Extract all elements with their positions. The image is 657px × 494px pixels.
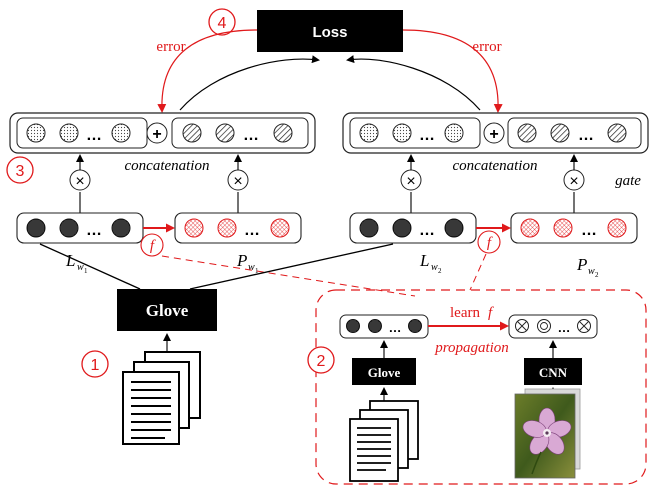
ellipsis: … (244, 222, 260, 239)
ellipsis: … (389, 320, 402, 335)
step-number: 4 (218, 15, 227, 32)
step-1-marker: 1 (81, 350, 109, 378)
plus-symbol: + (489, 126, 498, 143)
error-label-left: error (156, 39, 185, 55)
label-L-w1: L w 1 (65, 251, 88, 275)
dashed-link-right (469, 253, 487, 291)
times-symbol: × (569, 173, 578, 190)
concat-box-right: … + … (342, 112, 649, 154)
learn-f-symbol: f (488, 305, 494, 321)
glove-box: Glove (117, 289, 217, 331)
embedding-L-w2: … (349, 212, 477, 244)
propagation-label: propagation (434, 340, 509, 356)
inset-glove-label: Glove (368, 365, 401, 380)
error-label-right: error (472, 39, 501, 55)
label-sub: w (77, 262, 84, 273)
error-arrow-left (157, 29, 258, 113)
cnn-label: CNN (539, 365, 568, 380)
inset-embedding-image: … (508, 314, 598, 339)
embedding-P-w1: … (174, 212, 302, 244)
concatenation-label-left: concatenation (125, 158, 210, 174)
label-P-w2: P w 2 (576, 255, 599, 279)
step-number: 1 (91, 357, 100, 374)
label-base: P (576, 255, 587, 274)
arrow-to-loss-right (346, 55, 481, 111)
gate-label: gate (615, 173, 641, 189)
glove-to-L-w2 (189, 243, 394, 290)
glove-label: Glove (146, 301, 189, 320)
label-subsub: 1 (84, 267, 88, 275)
ellipsis: … (419, 127, 435, 144)
concatenation-label-right: concatenation (453, 158, 538, 174)
ellipsis: … (581, 222, 597, 239)
loss-box: Loss (257, 10, 403, 52)
ellipsis: … (558, 320, 571, 335)
learn-f-inset (315, 289, 647, 485)
times-symbol: × (233, 173, 242, 190)
arrow-to-loss-left (179, 55, 320, 111)
label-sub: w (588, 266, 595, 277)
step-3-marker: 3 (6, 156, 34, 184)
error-arrow-right (402, 29, 503, 113)
label-L-w2: L w 2 (419, 251, 442, 275)
step-4-marker: 4 (208, 8, 236, 36)
ellipsis: … (86, 127, 102, 144)
label-base: P (236, 251, 247, 270)
plus-symbol: + (152, 126, 161, 143)
embedding-P-w2: … (510, 212, 638, 244)
document-stack-icon (349, 400, 419, 482)
label-subsub: 2 (595, 271, 599, 279)
glove-to-L-w1 (39, 243, 141, 290)
loss-label: Loss (312, 24, 347, 41)
label-sub: w (248, 262, 255, 273)
times-symbol: × (75, 173, 84, 190)
document-stack-icon (122, 351, 201, 445)
f-marker-right: f (477, 230, 501, 254)
step-number: 2 (317, 353, 326, 370)
concat-box-left: … + … (9, 112, 316, 154)
dashed-link-left (161, 255, 416, 297)
learn-f-label: learn f (450, 305, 494, 321)
step-number: 3 (16, 163, 25, 180)
flower-photo-icon (514, 388, 581, 479)
label-base: L (419, 251, 429, 270)
ellipsis: … (243, 127, 259, 144)
label-P-w1: P w 1 (236, 251, 259, 275)
f-marker-left: f (140, 233, 164, 257)
inset-embedding-word: … (339, 314, 429, 339)
inset-glove-box: Glove (352, 358, 416, 385)
gate-left-L: × (69, 154, 91, 213)
label-base: L (65, 251, 75, 270)
gate-right-P: × (563, 154, 585, 213)
label-subsub: 2 (438, 267, 442, 275)
times-symbol: × (406, 173, 415, 190)
f-symbol: f (150, 238, 156, 254)
f-symbol: f (487, 235, 493, 251)
cnn-box: CNN (524, 358, 582, 385)
ellipsis: … (578, 127, 594, 144)
learn-f-text: learn (450, 305, 480, 321)
gate-left-P: × (227, 154, 249, 213)
gate-right-L: × (400, 154, 422, 213)
embedding-L-w1: … (16, 212, 144, 244)
step-2-marker: 2 (307, 346, 335, 374)
label-sub: w (431, 262, 438, 273)
ellipsis: … (86, 222, 102, 239)
ellipsis: … (419, 222, 435, 239)
